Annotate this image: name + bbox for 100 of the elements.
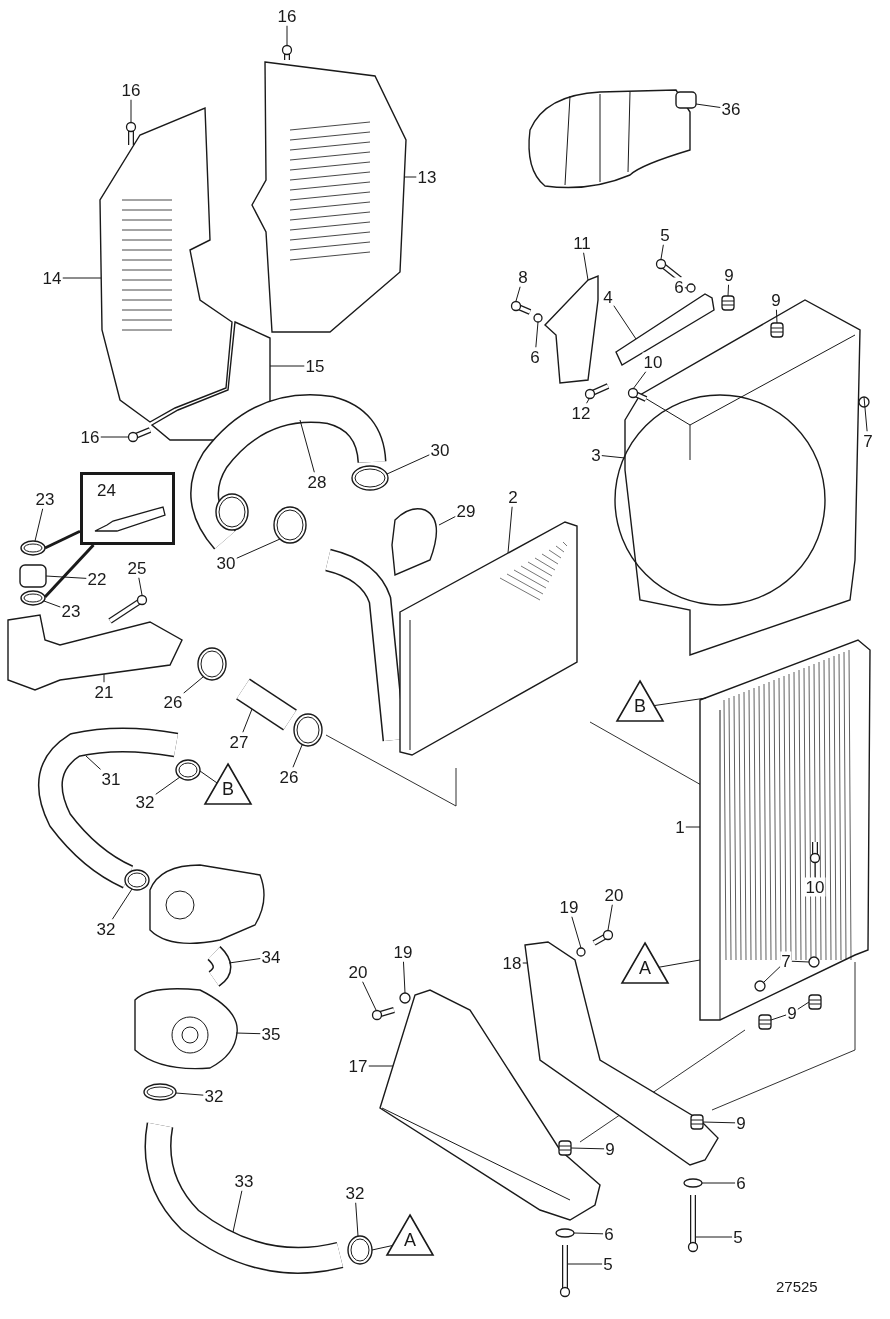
hose-clamp — [293, 713, 323, 747]
leader-line — [85, 755, 102, 770]
radiator — [699, 639, 871, 1021]
leader-line — [695, 1236, 733, 1238]
water-pump — [134, 988, 238, 1070]
coolant-hose — [236, 678, 297, 731]
reference-triangle — [385, 1213, 435, 1257]
leader-line — [701, 1182, 736, 1184]
leader-line — [269, 365, 306, 367]
leader-line — [775, 309, 778, 324]
hose-clamp — [197, 647, 227, 681]
leader-line — [292, 744, 303, 768]
reference-triangle — [615, 679, 665, 723]
leader-line — [242, 708, 253, 733]
bolt — [371, 1007, 395, 1021]
hose-clamp — [351, 465, 389, 491]
bolt — [281, 44, 293, 60]
leader-line — [763, 965, 781, 983]
leader-line — [684, 287, 688, 289]
reference-letter: A — [404, 1230, 416, 1250]
washer — [399, 992, 411, 1004]
leader-line — [175, 1092, 205, 1096]
leader-line — [45, 575, 88, 579]
reference-letter: B — [634, 696, 646, 716]
leader-line — [235, 1032, 262, 1035]
pump-housing — [149, 864, 265, 945]
leader-line — [154, 776, 181, 796]
bolt — [627, 387, 648, 402]
leader-line — [571, 916, 582, 949]
expansion-tank — [528, 89, 697, 189]
bolt — [125, 121, 137, 145]
leader-line — [727, 284, 730, 297]
leader-line — [61, 277, 102, 279]
leader-line — [685, 826, 701, 828]
leader-line — [299, 419, 315, 473]
nut — [858, 396, 870, 408]
washer — [683, 1178, 703, 1188]
leader-line — [286, 25, 288, 46]
leader-line — [44, 529, 81, 550]
leader-line — [43, 600, 62, 608]
leader-line — [613, 305, 637, 340]
leader-line — [573, 1232, 604, 1235]
rubber-isolator — [558, 1140, 572, 1156]
leader-line — [438, 515, 457, 526]
mounting-bracket — [524, 941, 719, 1166]
leader-line — [702, 1121, 736, 1124]
leader-line — [402, 961, 406, 994]
bolt — [584, 383, 610, 400]
bolt — [510, 300, 532, 315]
leader-line — [863, 396, 868, 432]
hose-clamp — [347, 1235, 373, 1265]
hose-elbow — [391, 508, 438, 576]
leader-line — [658, 959, 701, 968]
callout-number: 10 — [642, 352, 664, 372]
leader-line — [791, 960, 810, 963]
leader-line — [232, 1190, 243, 1233]
leader-line — [607, 904, 613, 931]
cover-plate — [150, 320, 271, 441]
leader-line — [182, 676, 204, 694]
leader-line — [111, 888, 133, 920]
grille-panel — [251, 61, 407, 333]
coolant-hose — [144, 1123, 343, 1274]
leader-line — [367, 1065, 394, 1067]
coolant-hose — [190, 394, 387, 550]
leader-line — [404, 176, 418, 178]
hose-clamp — [175, 759, 201, 781]
bolt — [592, 929, 614, 946]
leader-line — [695, 103, 722, 108]
leader-line — [660, 244, 664, 260]
leader-line — [386, 454, 431, 475]
leader-line — [138, 577, 143, 596]
washer — [576, 947, 586, 957]
bolt — [108, 594, 148, 624]
hose-clamp — [143, 1083, 177, 1101]
washer — [686, 283, 696, 293]
leader-line — [43, 543, 95, 599]
leader-line — [235, 538, 281, 559]
leader-line — [797, 1001, 810, 1010]
leader-line — [515, 286, 521, 302]
rubber-isolator — [758, 1014, 772, 1030]
grille-panel — [99, 106, 233, 423]
coolant-hose — [37, 727, 179, 889]
leader-line — [199, 770, 218, 784]
mounting-bracket — [544, 274, 599, 384]
rubber-isolator — [808, 994, 822, 1010]
drawing-number: 27525 — [776, 1278, 818, 1296]
leader-line — [130, 99, 132, 123]
seal — [19, 564, 47, 588]
detail-box — [80, 472, 175, 545]
washer — [555, 1228, 575, 1238]
leader-line — [585, 398, 590, 404]
leader-line — [632, 371, 647, 390]
seal-ring — [20, 540, 46, 556]
leader-line — [570, 1147, 605, 1150]
coolant-hose — [207, 946, 232, 987]
leader-line — [521, 962, 528, 964]
leader-line — [507, 506, 513, 554]
leader-line — [583, 252, 589, 281]
washer — [533, 313, 543, 323]
seal-ring — [20, 590, 46, 606]
